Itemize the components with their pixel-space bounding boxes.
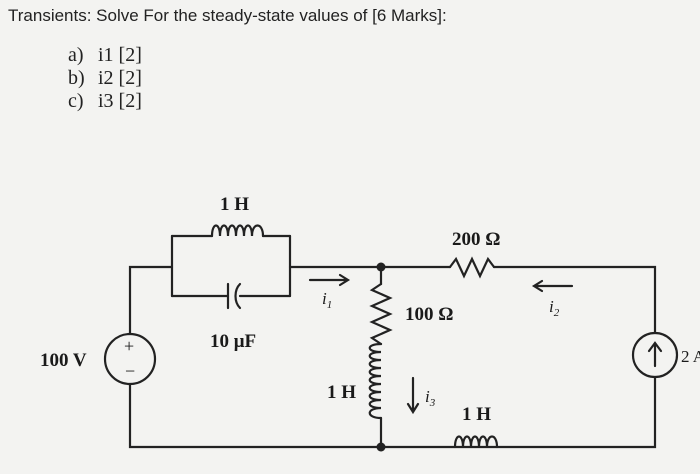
label-source-minus: − [125,361,135,381]
label-source-voltage: 100 V [40,350,87,371]
label-i1: i1 [322,289,332,311]
part-a-text: i1 [2] [98,44,142,66]
inductor-bottom [453,435,499,449]
resistor-mid [369,282,393,346]
label-resistor-mid: 100 Ω [405,304,453,325]
label-resistor-top: 200 Ω [452,229,500,250]
arrow-i2 [531,279,574,293]
part-b-label: b) [68,67,85,89]
label-inductor-mid: 1 H [327,382,356,403]
question-title: Transients: Solve For the steady-state v… [8,6,447,25]
label-i1-sub: 1 [327,299,333,311]
voltage-source [103,332,157,386]
part-b-text: i2 [2] [98,67,142,89]
inductor-top [210,224,265,238]
node-top [376,262,386,272]
label-i2-sub: 2 [554,307,560,319]
label-capacitor: 10 μF [210,331,256,352]
part-b: b) i2 [2] [68,67,142,90]
label-i1-main: i [322,289,327,308]
part-c-text: i3 [2] [98,90,142,112]
current-source-arrow [647,341,663,368]
label-i3: i3 [425,387,436,409]
wire-left-top [128,265,174,336]
inductor-mid [368,342,383,420]
label-inductor-bottom: 1 H [462,404,491,425]
label-i2: i2 [549,297,560,319]
question-parts: a) i1 [2] b) i2 [2] c) i3 [2] [68,44,142,113]
node-bottom [376,442,386,452]
part-c: c) i3 [2] [68,90,142,113]
label-current-source: 2 A [681,347,700,366]
arrow-i1 [308,273,351,287]
label-i3-sub: 3 [429,397,436,409]
arrow-i3 [406,376,420,415]
part-a: a) i1 [2] [68,44,142,67]
label-i2-main: i [549,297,554,316]
resistor-top [448,256,496,279]
label-i3-main: i [425,387,430,406]
part-a-label: a) [68,44,84,66]
wire-top-right [492,265,657,335]
current-source [631,331,679,379]
wire-left-bottom [128,375,657,449]
capacitor [226,282,242,310]
part-c-label: c) [68,90,84,112]
label-inductor-top: 1 H [220,194,249,215]
label-source-plus: + [124,336,134,356]
